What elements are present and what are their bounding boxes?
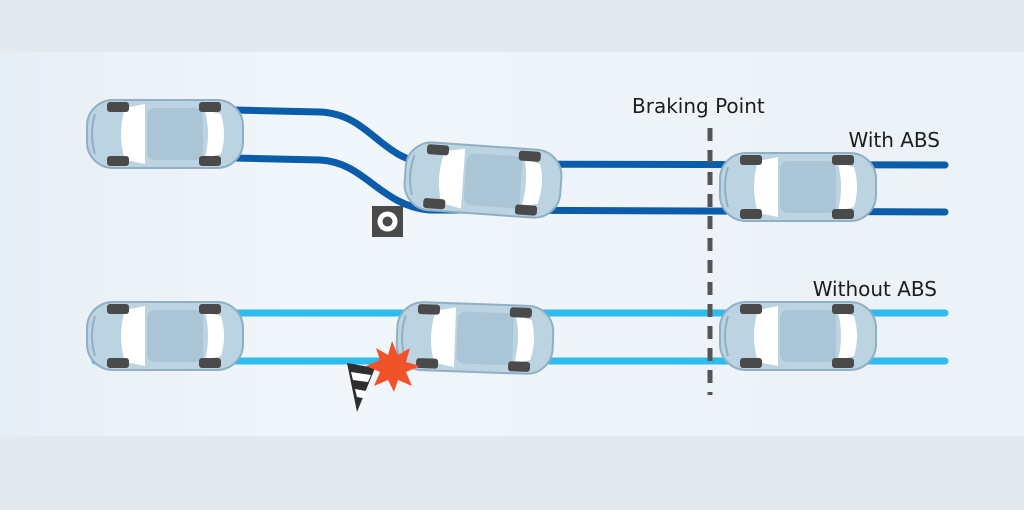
braking-point-label: Braking Point bbox=[632, 94, 765, 118]
car-with-abs-end bbox=[719, 152, 877, 222]
traffic-cone-icon bbox=[347, 363, 375, 412]
car-without-abs-crash bbox=[394, 300, 556, 376]
abs-warning-icon bbox=[372, 206, 403, 237]
without-abs-label: Without ABS bbox=[812, 277, 937, 301]
collision-burst-icon bbox=[366, 341, 420, 392]
car-with-abs-start bbox=[86, 99, 244, 169]
car-without-abs-end bbox=[719, 301, 877, 371]
with-abs-label: With ABS bbox=[848, 128, 940, 152]
car-without-abs-start bbox=[86, 301, 244, 371]
car-with-abs-swerving bbox=[401, 139, 565, 221]
